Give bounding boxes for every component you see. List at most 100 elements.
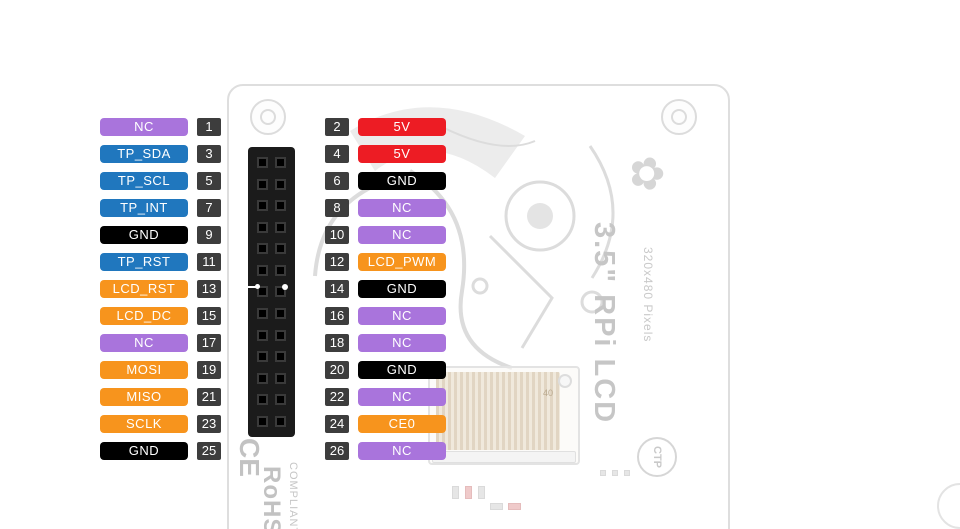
pin-label-22: NC [358, 388, 446, 406]
pin-label-12: LCD_PWM [358, 253, 446, 271]
pin-row-5: TP_SCL 5 [100, 172, 221, 190]
pin-label-11: TP_RST [100, 253, 188, 271]
header-pin-hole [257, 308, 269, 320]
header-pin-hole [257, 372, 269, 384]
pin-number-15: 15 [197, 307, 221, 325]
pin-number-11: 11 [197, 253, 221, 271]
pin-row-17: NC 17 [100, 334, 221, 352]
pin-number-3: 3 [197, 145, 221, 163]
pin-label-9: GND [100, 226, 188, 244]
header-pin-hole [257, 286, 269, 298]
mounting-hole-right-inner [671, 109, 687, 125]
pin-number-23: 23 [197, 415, 221, 433]
pin-number-24: 24 [325, 415, 349, 433]
pin-number-16: 16 [325, 307, 349, 325]
header-pin-hole [257, 351, 269, 363]
fpc-tab [558, 374, 572, 388]
pin-label-19: MOSI [100, 361, 188, 379]
header-pin-hole [257, 221, 269, 233]
header-pin-hole [257, 200, 269, 212]
pin-row-25: GND 25 [100, 442, 221, 460]
board-resolution-text: 320x480 Pixels [641, 247, 655, 343]
pin-row-26: 26 NC [325, 442, 446, 460]
header-pin-hole [257, 329, 269, 341]
smd-component [612, 470, 618, 476]
pin-row-21: MISO 21 [100, 388, 221, 406]
pin-number-21: 21 [197, 388, 221, 406]
pin-number-2: 2 [325, 118, 349, 136]
header-pin-hole [274, 372, 286, 384]
fpc-ribbon-cable [436, 372, 560, 450]
pin-label-25: GND [100, 442, 188, 460]
header-pin-hole [274, 178, 286, 190]
pin-row-8: 8 NC [325, 199, 446, 217]
pin-number-19: 19 [197, 361, 221, 379]
pin-label-26: NC [358, 442, 446, 460]
pin-label-2: 5V [358, 118, 446, 136]
pin-number-9: 9 [197, 226, 221, 244]
pin-number-4: 4 [325, 145, 349, 163]
pin-row-18: 18 NC [325, 334, 446, 352]
pin13-indicator-dot [255, 284, 260, 289]
pin-label-8: NC [358, 199, 446, 217]
pin-number-17: 17 [197, 334, 221, 352]
header-pin-hole [257, 264, 269, 276]
pin-number-6: 6 [325, 172, 349, 190]
pin-label-17: NC [100, 334, 188, 352]
pin-number-14: 14 [325, 280, 349, 298]
pin-row-3: TP_SDA 3 [100, 145, 221, 163]
fpc-latch [432, 451, 576, 463]
header-pin-hole [274, 329, 286, 341]
smd-component [478, 486, 485, 499]
pin-label-5: TP_SCL [100, 172, 188, 190]
header-pin-hole [274, 157, 286, 169]
pin-number-26: 26 [325, 442, 349, 460]
header-pin-hole [274, 243, 286, 255]
brand-logo-icon: ✿ [621, 155, 671, 192]
pin-row-11: TP_RST 11 [100, 253, 221, 271]
pin-number-8: 8 [325, 199, 349, 217]
pin-label-4: 5V [358, 145, 446, 163]
pin-row-2: 2 5V [325, 118, 446, 136]
pin-number-22: 22 [325, 388, 349, 406]
pin-number-1: 1 [197, 118, 221, 136]
pin-number-10: 10 [325, 226, 349, 244]
pin-number-13: 13 [197, 280, 221, 298]
pin-label-18: NC [358, 334, 446, 352]
pin-row-6: 6 GND [325, 172, 446, 190]
pin-row-4: 4 5V [325, 145, 446, 163]
right-edge-badge [937, 483, 960, 529]
ctp-text: CTP [651, 446, 663, 468]
ce-mark: CE [234, 438, 265, 477]
pin-label-3: TP_SDA [100, 145, 188, 163]
pin-label-16: NC [358, 307, 446, 325]
pin-label-21: MISO [100, 388, 188, 406]
smd-component [600, 470, 606, 476]
pin-row-22: 22 NC [325, 388, 446, 406]
header-pin-hole [274, 415, 286, 427]
pin-number-5: 5 [197, 172, 221, 190]
pin-number-25: 25 [197, 442, 221, 460]
pin-label-6: GND [358, 172, 446, 190]
pin14-indicator-dot [282, 284, 288, 290]
ctp-badge: CTP [637, 437, 677, 477]
header-pin-hole [257, 243, 269, 255]
pin-row-16: 16 NC [325, 307, 446, 325]
pin-row-19: MOSI 19 [100, 361, 221, 379]
board-title-text: 3.5" RPi LCD [588, 222, 620, 425]
gpio-header-connector [248, 147, 295, 437]
fpc-pin-count: 40 [543, 388, 554, 398]
pin-label-20: GND [358, 361, 446, 379]
pin-number-7: 7 [197, 199, 221, 217]
pin-number-18: 18 [325, 334, 349, 352]
smd-component [624, 470, 630, 476]
